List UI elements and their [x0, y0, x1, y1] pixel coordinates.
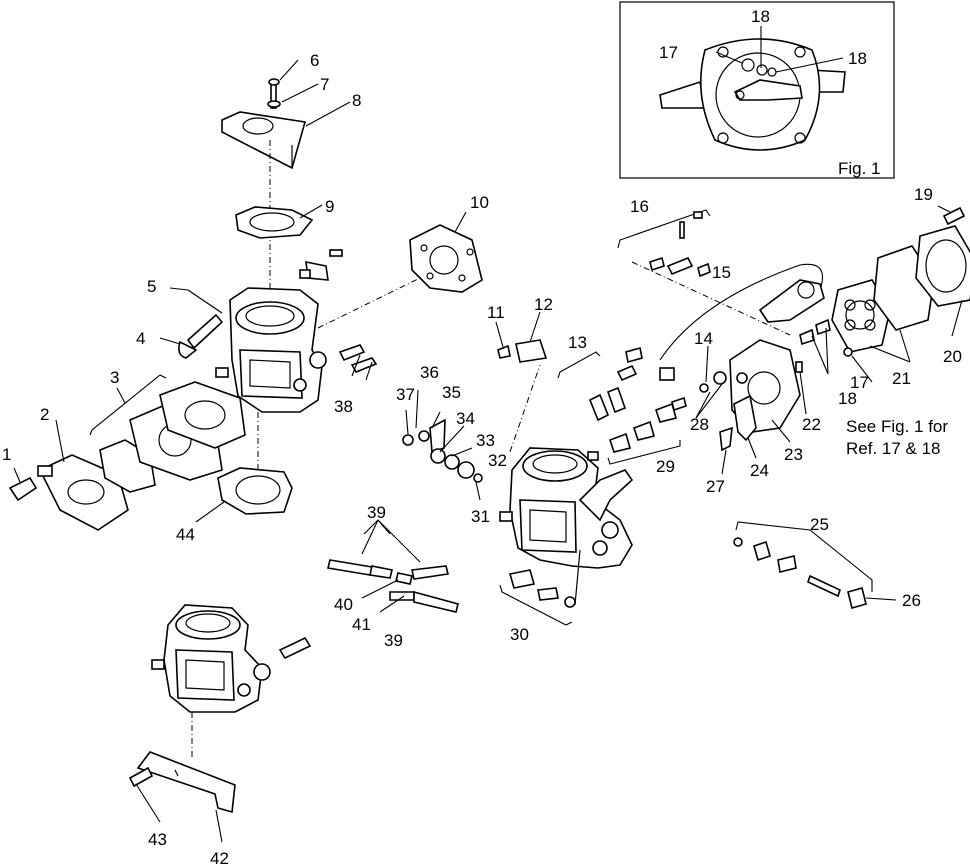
- callout-26: 26: [902, 591, 921, 610]
- callout-36: 36: [420, 363, 439, 382]
- callout-8: 8: [352, 91, 361, 110]
- callout-27: 27: [706, 477, 725, 496]
- callout-7: 7: [320, 75, 329, 94]
- callout-13: 13: [568, 333, 587, 352]
- callout-38: 38: [334, 397, 353, 416]
- callout-39: 39: [367, 503, 386, 522]
- callout-11: 11: [487, 303, 505, 322]
- callout-1: 1: [2, 445, 11, 464]
- center-carburetor: [499, 364, 634, 626]
- callout-20: 20: [943, 347, 962, 366]
- callout-31: 31: [471, 507, 490, 526]
- callout-10: 10: [470, 193, 489, 212]
- callout-29: 29: [656, 457, 675, 476]
- note-line-2: Ref. 17 & 18: [846, 439, 941, 458]
- callout-6: 6: [310, 51, 319, 70]
- callout-19: 19: [914, 185, 933, 204]
- callout-21: 21: [892, 369, 911, 388]
- callout-43: 43: [148, 830, 167, 849]
- fuel-lines: [327, 519, 459, 613]
- callout-22: 22: [802, 415, 821, 434]
- callout-23: 23: [784, 445, 803, 464]
- callout-17: 17: [850, 373, 869, 392]
- callout-3: 3: [110, 368, 119, 387]
- callout-9: 9: [325, 197, 334, 216]
- inset-fig-1: 18 17 18 Fig. 1: [619, 1, 895, 179]
- reference-note: See Fig. 1 for Ref. 17 & 18: [846, 417, 948, 458]
- left-cover-parts: [8, 374, 246, 531]
- callout-44: 44: [176, 525, 195, 544]
- fuel-pump-assembly: [617, 206, 970, 609]
- callout-12: 12: [534, 295, 553, 314]
- callout-24: 24: [750, 461, 769, 480]
- callout-5: 5: [147, 277, 156, 296]
- callout-41: 41: [352, 615, 371, 634]
- callout-32: 32: [488, 451, 507, 470]
- callout-2: 2: [40, 405, 49, 424]
- callout-40: 40: [334, 595, 353, 614]
- upper-left-carburetor: [178, 78, 483, 515]
- callout-42: 42: [210, 849, 229, 866]
- note-line-1: See Fig. 1 for: [846, 417, 948, 436]
- callout-33: 33: [476, 431, 495, 450]
- callout-34: 34: [456, 409, 475, 428]
- callout-4: 4: [136, 329, 145, 348]
- lower-left-carburetor: [128, 604, 312, 814]
- small-parts: [402, 339, 709, 501]
- inset-label-18-top: 18: [751, 7, 770, 26]
- callout-30: 30: [510, 625, 529, 644]
- inset-label-17: 17: [659, 43, 678, 62]
- inset-label-18-right: 18: [848, 49, 867, 68]
- callout-28: 28: [690, 415, 709, 434]
- inset-caption: Fig. 1: [838, 159, 881, 178]
- callout-numbers: 1 2 3 4 5 6 7 8 9 10 11 12 13 14 15 16 1…: [2, 51, 962, 866]
- callout-39-b: 39: [384, 631, 403, 650]
- callout-15: 15: [712, 263, 731, 282]
- callout-25: 25: [810, 515, 829, 534]
- callout-18: 18: [838, 389, 857, 408]
- callout-16: 16: [630, 197, 649, 216]
- callout-35: 35: [442, 383, 461, 402]
- callout-37: 37: [396, 385, 415, 404]
- callout-14: 14: [694, 329, 713, 348]
- callout-leaders: [13, 59, 963, 843]
